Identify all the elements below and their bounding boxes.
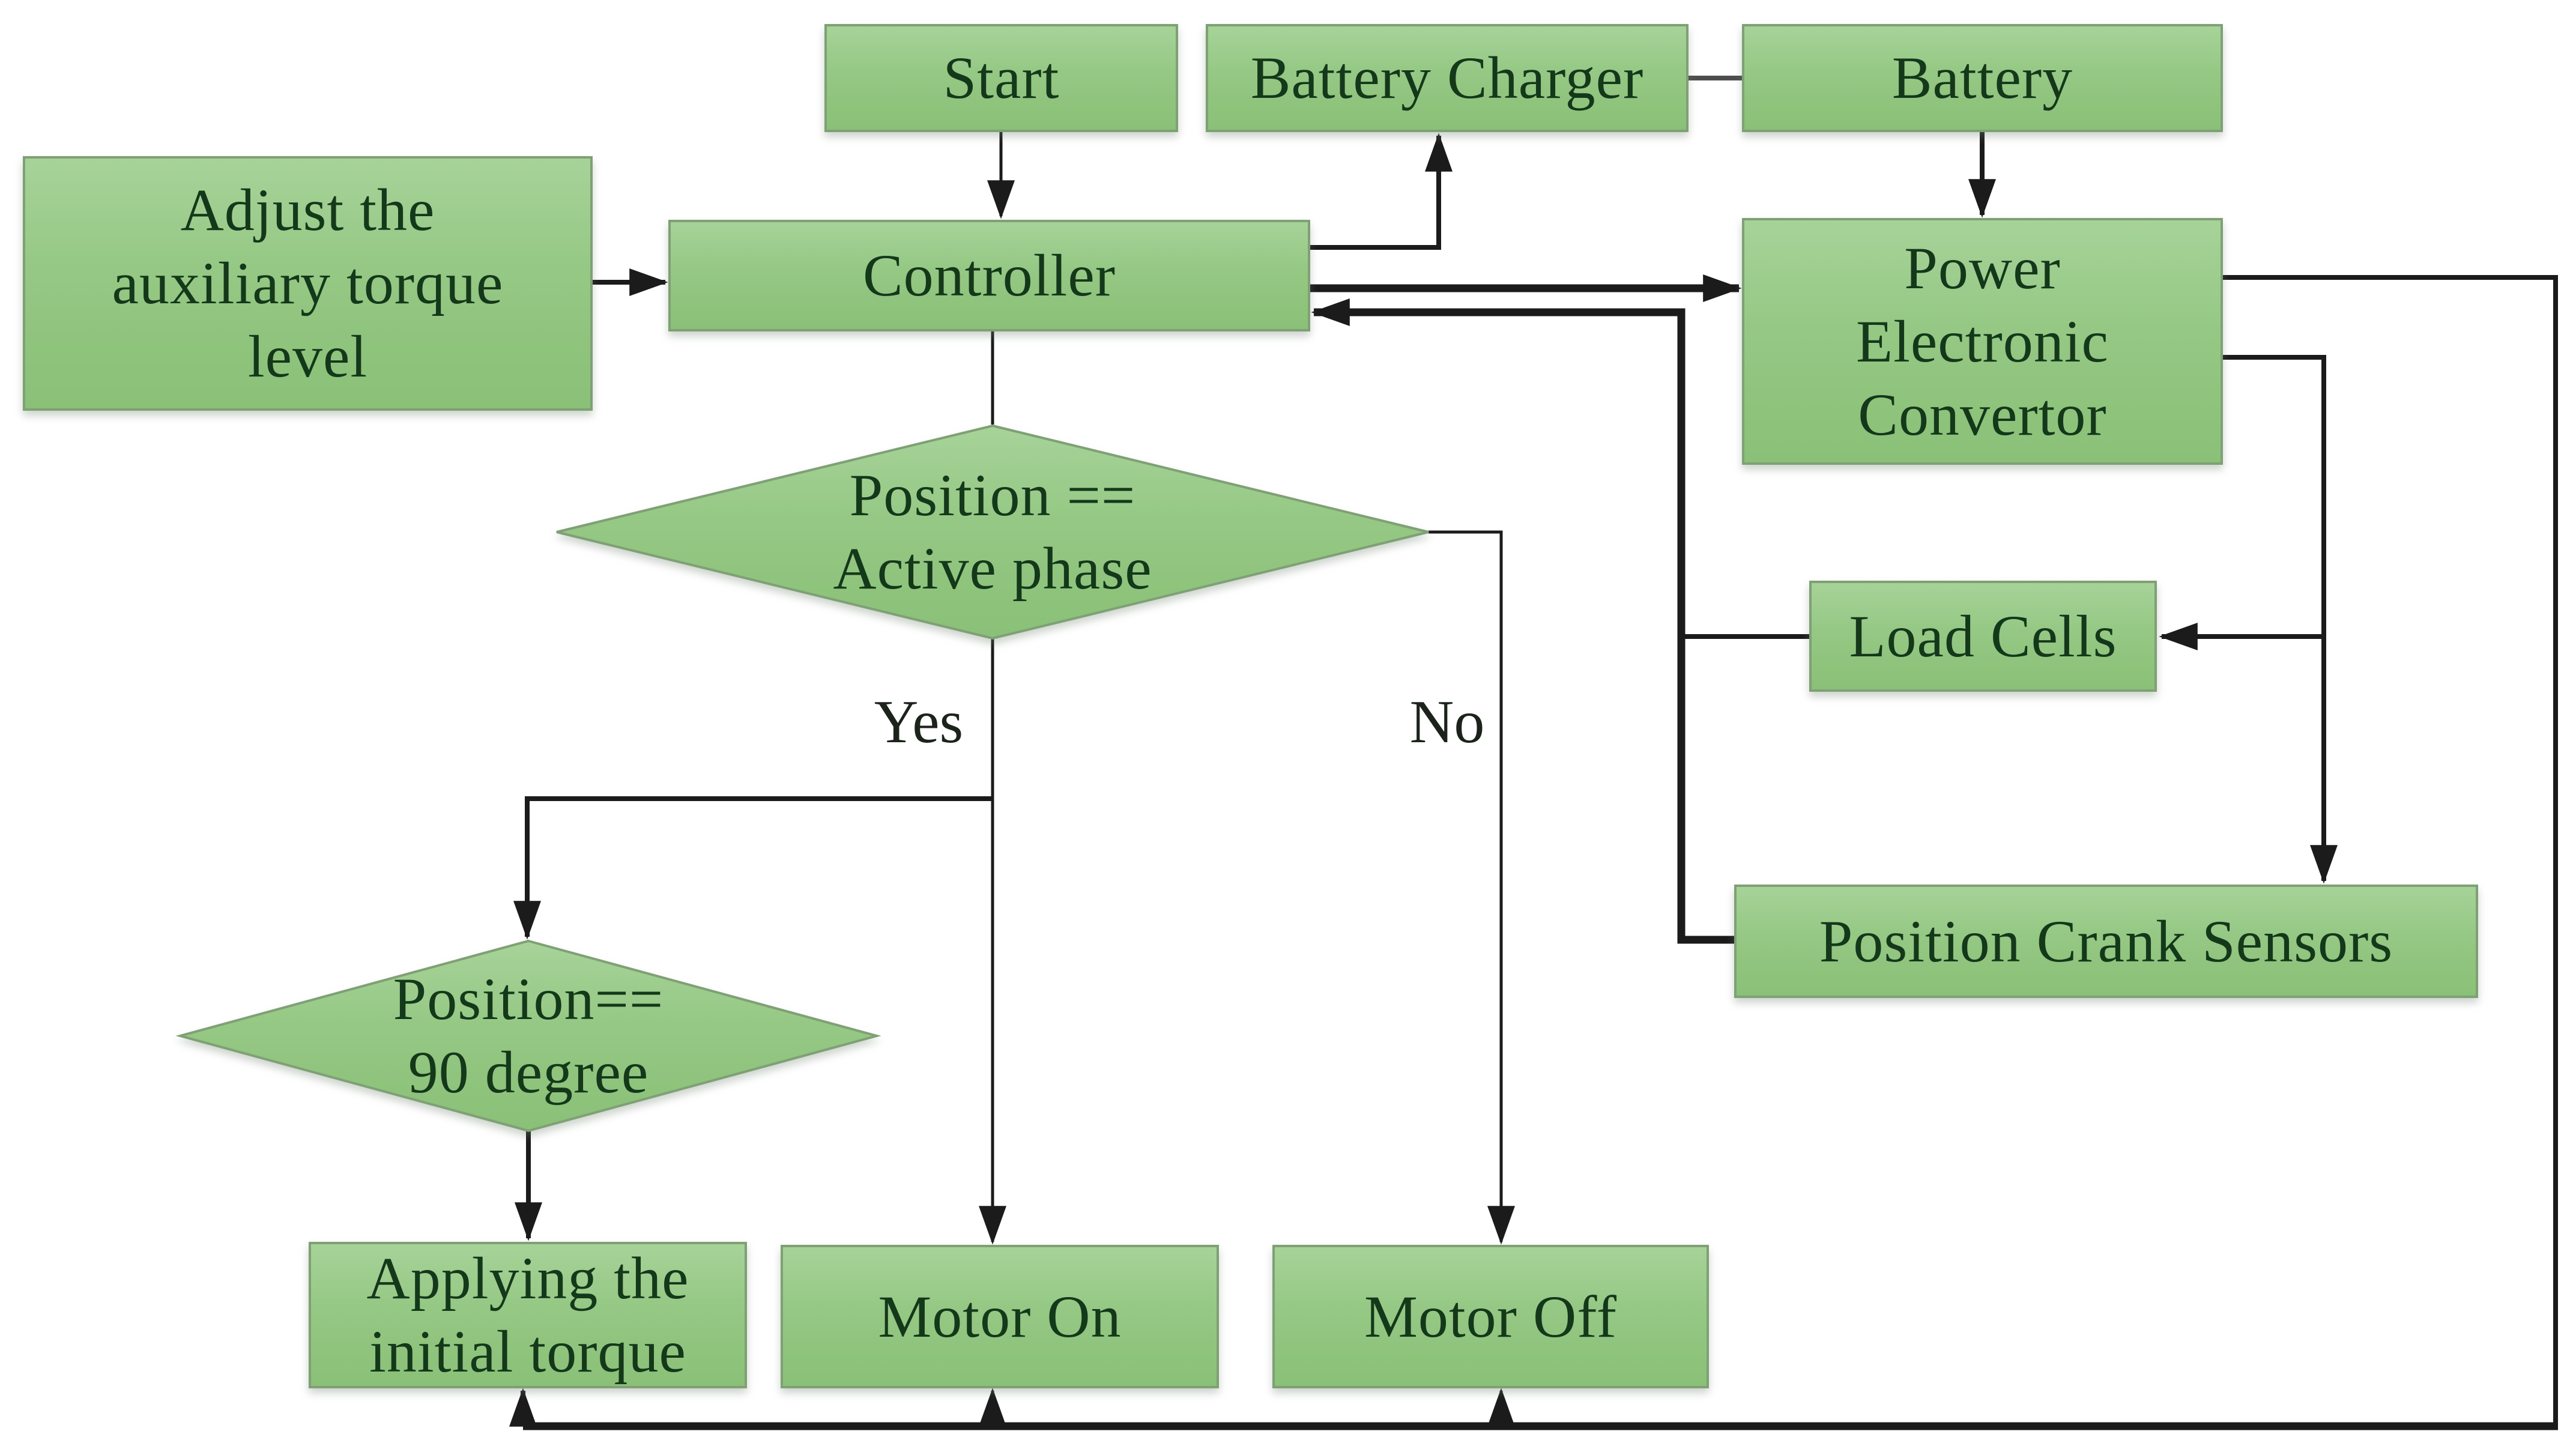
label-line: level [247,323,368,390]
decision-active-phase-label: Position == Active phase [557,426,1429,638]
label-line: Power [1904,234,2061,301]
adjust-torque-label: Adjust the auxiliary torque level [24,157,591,410]
battery-charger-label: Battery Charger [1207,25,1687,131]
label-line: Battery Charger [1250,44,1644,111]
battery-label: Battery [1743,25,2222,131]
node-decision-90-degree [175,939,881,1133]
applying-initial-torque-label: Applying the initial torque [310,1243,746,1387]
label-line: auxiliary torque [112,250,504,316]
decision-90-degree-label: Position== 90 degree [180,941,877,1131]
connector-yes-to-decision-90 [513,796,993,940]
connectors [509,76,2558,1430]
nodes [23,24,2478,1388]
label-line: Start [943,44,1060,111]
label-line: Adjust the [180,177,435,243]
connector-convertor-to-crank-sensors [2222,355,2338,884]
label-line: Position== [393,966,664,1032]
node-motor-off [1272,1245,1709,1388]
node-applying-initial-torque [309,1242,747,1388]
connector-convertor-right-feedback [2222,275,2558,1426]
node-motor-on [781,1245,1219,1388]
connector-sensors-to-controller [1311,298,1735,944]
no-edge-label: No [1409,688,1485,756]
connector-no-to-motor-off [1429,530,1515,1245]
node-load-cells [1809,581,2157,692]
node-controller [668,220,1310,331]
node-battery [1742,24,2223,132]
power-electronic-convertor-label: Power Electronic Convertor [1743,219,2222,464]
load-cells-label: Load Cells [1810,582,2156,691]
motor-off-label: Motor Off [1274,1246,1708,1387]
connector-controller-to-battery-charger [1309,133,1453,250]
label-line: Position Crank Sensors [1819,907,2393,975]
node-start [824,24,1178,132]
label-line: Applying the [366,1245,689,1311]
node-power-electronic-convertor [1742,218,2223,465]
motor-on-label: Motor On [782,1246,1218,1387]
node-battery-charger [1206,24,1689,132]
position-crank-sensors-label: Position Crank Sensors [1735,886,2477,997]
node-position-crank-sensors [1734,885,2478,998]
node-decision-active-phase [556,424,1429,640]
label-line: Electronic [1856,307,2109,375]
label-line: Battery [1891,44,2073,111]
label-line: Motor On [878,1283,1122,1350]
controller-label: Controller [670,221,1309,330]
label-line: initial torque [369,1318,686,1385]
label-line: Motor Off [1364,1283,1617,1350]
start-label: Start [826,25,1177,131]
label-line: Controller [862,242,1116,309]
label-line: Active phase [833,535,1152,602]
label-line: Convertor [1858,381,2107,448]
label-line: 90 degree [408,1039,649,1106]
node-adjust-torque [23,156,593,411]
label-line: Position == [849,462,1136,528]
yes-edge-label: Yes [874,688,964,756]
label-line: Load Cells [1849,602,2117,670]
